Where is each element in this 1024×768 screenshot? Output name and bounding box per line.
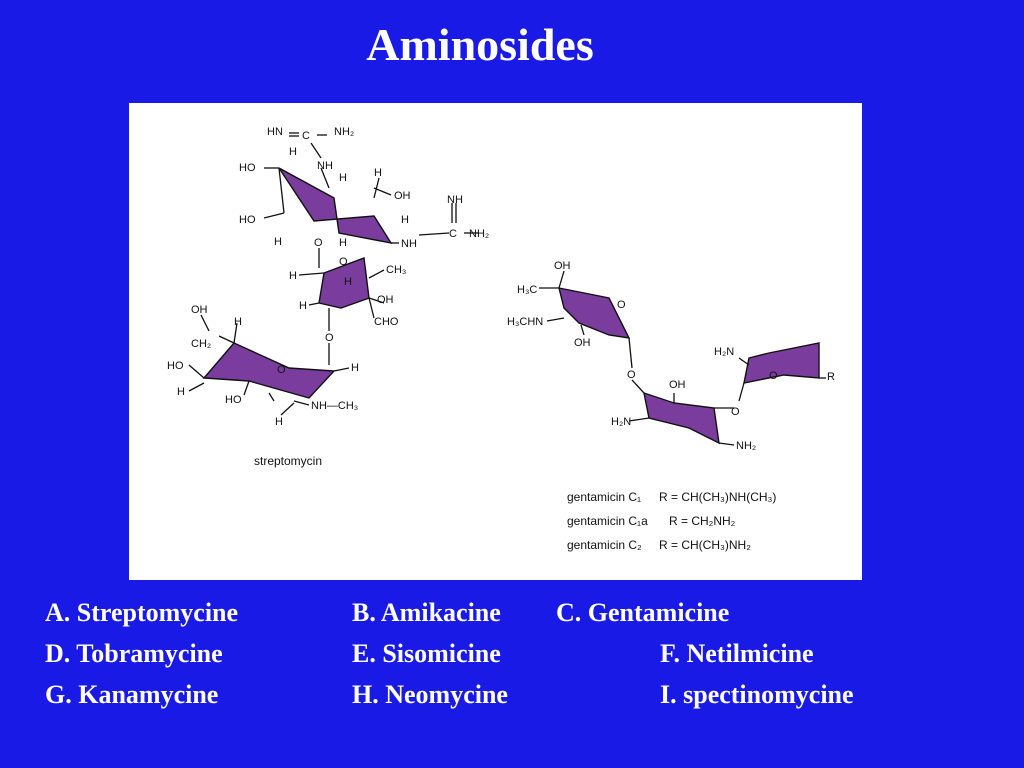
gent-label-r: R — [827, 371, 835, 383]
strep-label-h: H — [344, 276, 352, 288]
gent-label-h2n: H₂N — [714, 346, 734, 358]
deoxystreptamine-ring — [643, 391, 720, 445]
strep-label-nh: NH — [317, 160, 333, 172]
strep-label-ho: HO — [225, 394, 242, 406]
strep-label-nh2: NH₂ — [469, 228, 489, 240]
glucosamine-ring — [202, 342, 336, 399]
slide-title: Aminosides — [366, 19, 594, 70]
structure-figure: HN C NH₂ H NH HO H H OH NH HO H H NH C N… — [129, 103, 862, 580]
strep-label-h: H — [234, 316, 242, 328]
strep-label-c: C — [449, 228, 457, 240]
strep-label-cho: CHO — [374, 316, 399, 328]
strep-label-ho: HO — [239, 162, 256, 174]
gent-label-h3c: H₃C — [517, 284, 537, 296]
drug-item: I. spectinomycine — [660, 680, 854, 709]
strep-label-ch3: CH₃ — [386, 264, 406, 276]
gent-label-o: O — [731, 406, 740, 418]
gentamicin-c2-r: R = CH(CH₃)NH₂ — [659, 538, 751, 552]
strep-label-h: H — [289, 270, 297, 282]
strep-label-h: H — [339, 172, 347, 184]
strep-label-o: O — [277, 364, 286, 376]
garosamine-ring — [743, 342, 820, 384]
strep-label-h: H — [401, 214, 409, 226]
strep-label-hn: HN — [267, 126, 283, 138]
gentamicin-c1a-r: R = CH₂NH₂ — [669, 514, 736, 528]
strep-label-h: H — [299, 300, 307, 312]
streptomycin-caption: streptomycin — [254, 454, 322, 468]
purpurosamine-ring — [558, 287, 631, 339]
streptose-ring — [318, 257, 370, 309]
strep-label-h: H — [275, 416, 283, 428]
gent-label-o: O — [627, 369, 636, 381]
gentamicin-c2-name: gentamicin C₂ — [567, 538, 642, 552]
gentamicin-c1-name: gentamicin C₁ — [567, 490, 641, 504]
gent-label-nh2: NH₂ — [736, 440, 756, 452]
gent-label-h2n: H₂N — [611, 416, 631, 428]
drug-item: H. Neomycine — [352, 680, 508, 709]
gentamicin-c1-r: R = CH(CH₃)NH(CH₃) — [659, 490, 776, 504]
strep-label-ch2: CH₂ — [191, 338, 211, 350]
strep-label-o: O — [314, 237, 323, 249]
strep-label-h: H — [274, 236, 282, 248]
drug-item: C. Gentamicine — [556, 598, 730, 627]
drug-item: D. Tobramycine — [45, 639, 223, 668]
strep-label-h: H — [289, 146, 297, 158]
strep-label-o: O — [325, 332, 334, 344]
strep-label-nh-ch3: NH—CH₃ — [311, 400, 358, 412]
gentamicin-c1a-name: gentamicin C₁a — [567, 514, 648, 528]
gent-label-o: O — [617, 299, 626, 311]
molecule-diagram: HN C NH₂ H NH HO H H OH NH HO H H NH C N… — [167, 126, 835, 552]
strep-label-ho: HO — [239, 214, 256, 226]
gent-label-oh: OH — [574, 337, 591, 349]
strep-label-oh: OH — [394, 190, 411, 202]
gent-label-o: O — [769, 370, 778, 382]
streptidine-ring — [278, 167, 393, 244]
strep-label-oh: OH — [191, 304, 208, 316]
streptomycin-structure: HN C NH₂ H NH HO H H OH NH HO H H NH C N… — [167, 126, 489, 468]
drug-item: A. Streptomycine — [45, 598, 239, 627]
strep-label-h: H — [374, 167, 382, 179]
strep-label-h: H — [339, 237, 347, 249]
strep-label-nh: NH — [401, 238, 417, 250]
drug-item: G. Kanamycine — [45, 680, 219, 709]
strep-label-o: O — [339, 256, 348, 268]
drug-item: B. Amikacine — [352, 598, 501, 627]
strep-label-oh: OH — [377, 294, 394, 306]
drug-item: E. Sisomicine — [352, 639, 501, 668]
strep-label-nh: NH — [447, 194, 463, 206]
strep-label-h: H — [351, 362, 359, 374]
drug-item: F. Netilmicine — [660, 639, 814, 668]
strep-label-c: C — [302, 130, 310, 142]
gent-label-oh: OH — [669, 379, 686, 391]
strep-label-h: H — [177, 386, 185, 398]
strep-label-ho: HO — [167, 360, 184, 372]
strep-label-nh2: NH₂ — [334, 126, 354, 138]
gentamicin-structure: OH H₃C O H₃CHN OH O OH H₂N NH₂ O H₂N O R… — [507, 260, 835, 552]
gent-label-oh: OH — [554, 260, 571, 272]
gent-label-h3chn: H₃CHN — [507, 316, 543, 328]
